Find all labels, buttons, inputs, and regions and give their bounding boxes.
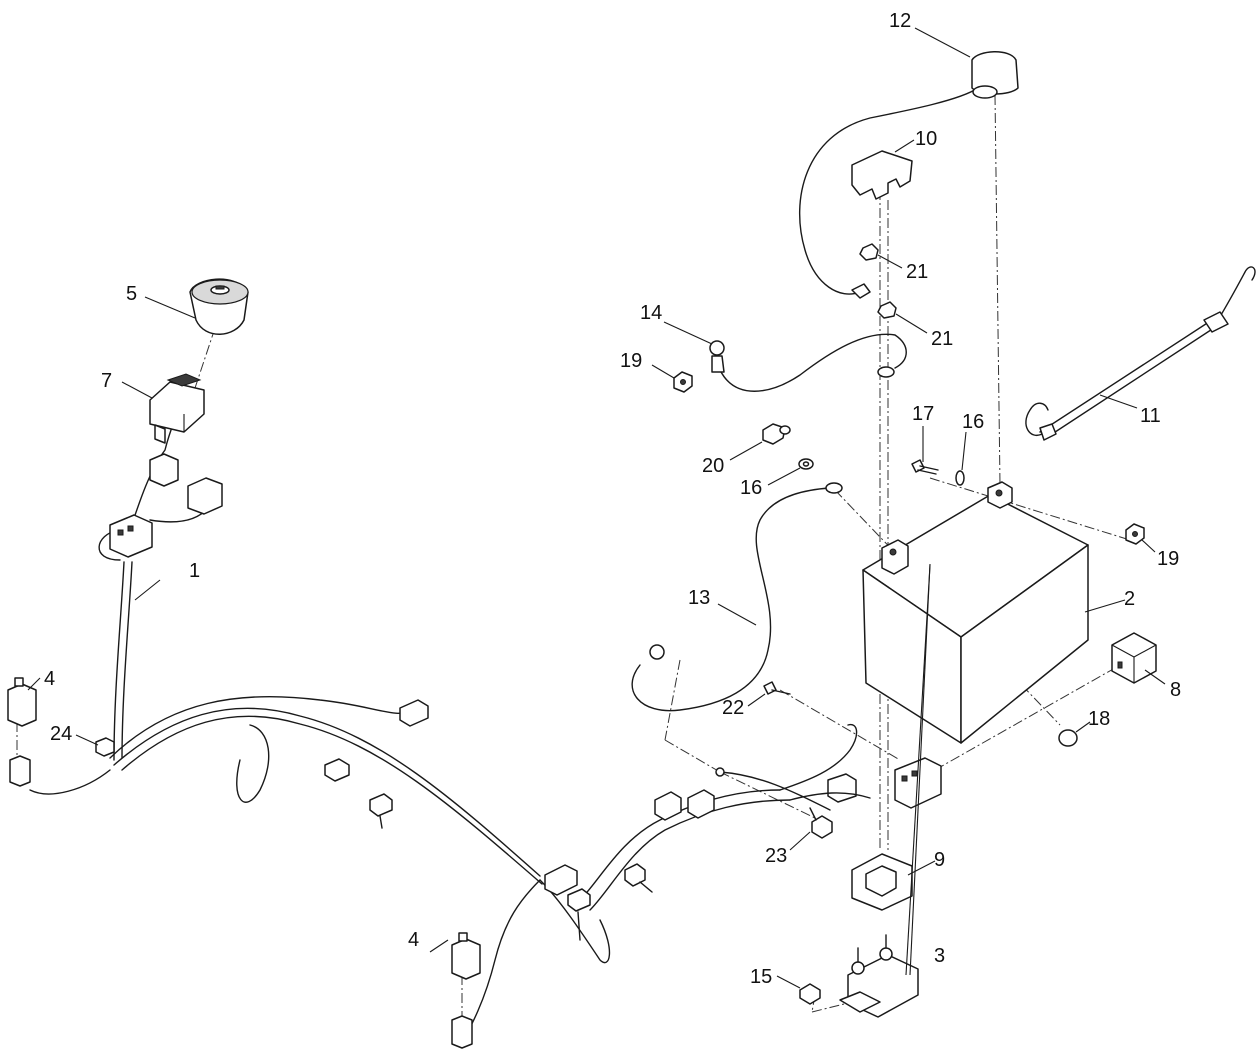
wing-nut-20 [762,423,791,445]
bracket-9 [851,853,913,911]
callout-12: 12 [889,10,911,32]
hold-down-rod [1025,266,1256,441]
nut-21-lower [877,301,897,319]
callout-19-left: 19 [620,350,642,372]
ignition-switch [189,278,249,335]
connector-block [827,757,942,809]
callout-5: 5 [126,283,137,305]
callout-22: 22 [722,697,744,719]
callout-13: 13 [688,587,710,609]
callout-14: 14 [640,302,662,324]
callout-8: 8 [1170,679,1181,701]
callout-18: 18 [1088,708,1110,730]
callout-24: 24 [50,723,72,745]
bolt-17 [911,459,939,475]
bolt-22 [763,681,791,695]
interlock-switch-upper [7,677,37,787]
callout-23: 23 [765,845,787,867]
switch-connectors [109,453,223,558]
callout-20: 20 [702,455,724,477]
callout-11: 11 [1140,405,1161,427]
solenoid [839,934,919,1018]
callout-7: 7 [101,370,112,392]
callout-3: 3 [934,945,945,967]
callout-16-right: 16 [962,411,984,433]
callout-2: 2 [1124,588,1135,610]
terminal-boot [798,51,1019,299]
callout-1: 1 [189,560,200,582]
callout-21-lower: 21 [931,328,953,350]
flange-nut-19-right [1125,523,1145,545]
relay [1111,632,1157,684]
plug-18 [1058,729,1078,747]
rocker-switch [149,373,205,444]
bolt-23 [809,807,833,839]
callout-17: 17 [912,403,934,425]
terminal-cover [851,150,913,200]
callout-16-left: 16 [740,477,762,499]
callout-21-upper: 21 [906,261,928,283]
cable-14 [709,333,907,392]
wire-harness [29,404,871,1041]
cable-13 [631,482,843,712]
callout-4-upper: 4 [44,668,55,690]
callout-labels: 1 2 9 3 4 4 5 7 8 10 11 12 13 14 15 16 1… [44,10,1181,988]
harness-clip-24 [95,737,115,757]
callout-4-lower: 4 [408,929,419,951]
bolt-15 [799,983,821,1005]
leader-lines [27,27,1166,989]
callout-10: 10 [915,128,937,150]
battery [862,481,1089,744]
callout-9: 9 [934,849,945,871]
flange-nut-19-left [673,371,693,393]
washer-16-left [798,458,814,470]
nut-21-upper [859,243,879,261]
interlock-switch-lower [451,932,481,1049]
callout-19-right: 19 [1157,548,1179,570]
callout-15: 15 [750,966,772,988]
washer-16-right [955,470,965,486]
